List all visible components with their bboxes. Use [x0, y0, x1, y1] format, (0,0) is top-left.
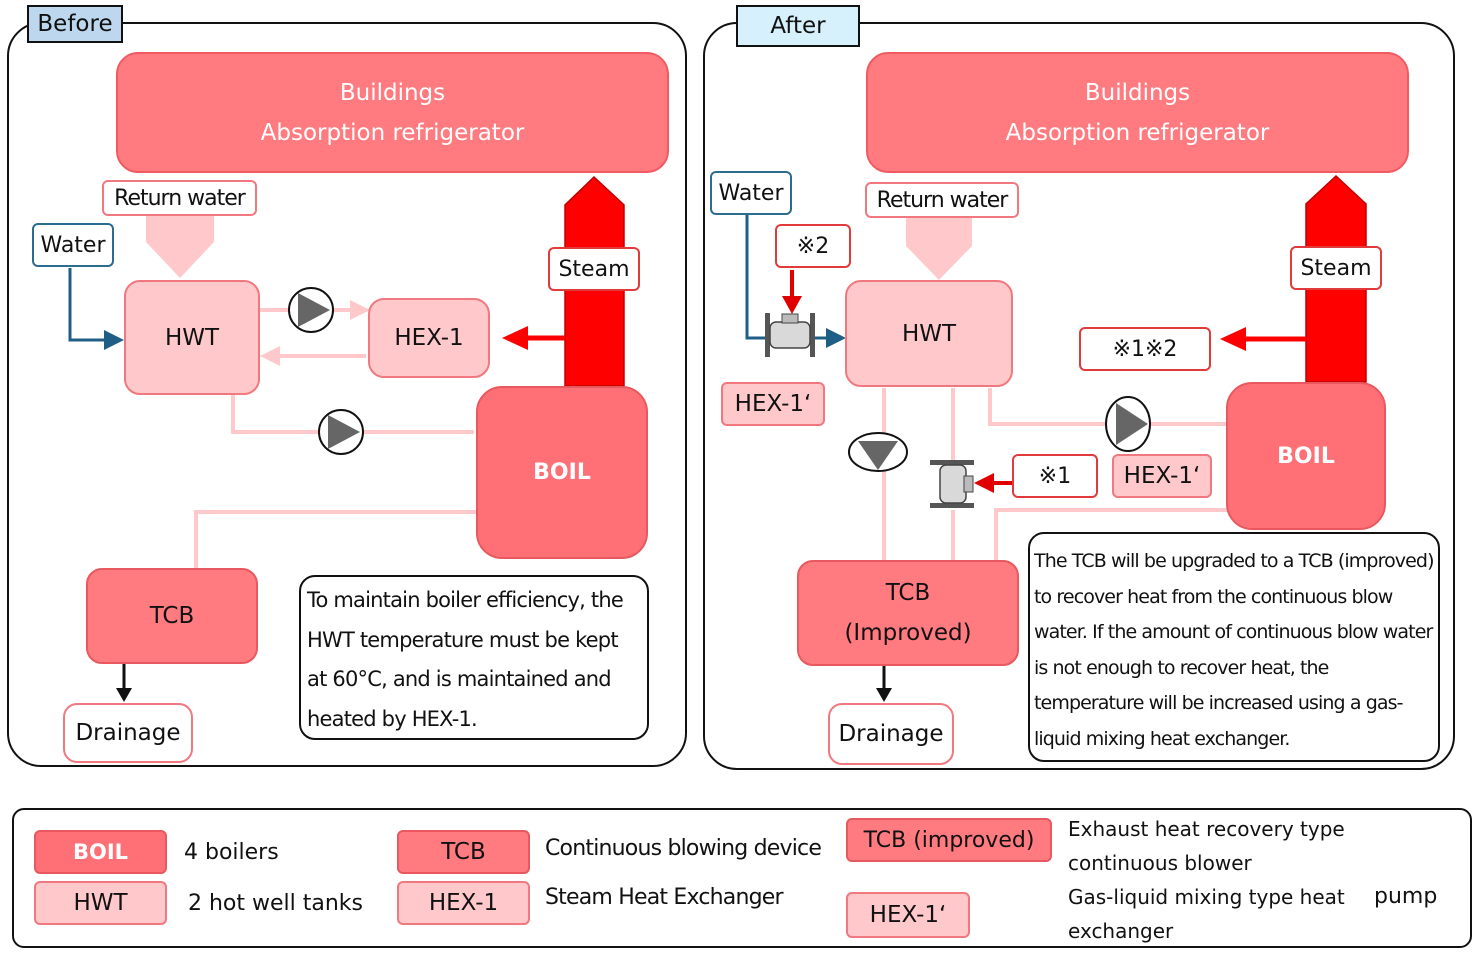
tcb-improved-box: TCB (Improved) [797, 560, 1019, 666]
pump-icon [1105, 396, 1151, 452]
after-note: The TCB will be upgraded to a TCB (impro… [1028, 532, 1440, 762]
steam-label: Steam [1290, 246, 1382, 290]
tcb-label: TCB [885, 580, 931, 606]
legend-boil-desc: 4 boilers [184, 840, 279, 865]
legend-hwt-desc: 2 hot well tanks [188, 891, 364, 916]
buildings-box: Buildings Absorption refrigerator [116, 52, 669, 173]
buildings-label: Buildings [1084, 79, 1191, 106]
water-label: Water [32, 223, 114, 267]
mark-2-label: ※2 [775, 224, 851, 268]
legend-boil-swatch: BOIL [34, 830, 167, 874]
drainage-box: Drainage [828, 703, 954, 765]
after-tag: After [736, 5, 860, 47]
buildings-label: Buildings [339, 79, 446, 106]
legend-tcb-improved-desc: Exhaust heat recovery type continuous bl… [1068, 817, 1345, 875]
legend-hex-desc: Steam Heat Exchanger [545, 885, 784, 910]
improved-label: (Improved) [844, 620, 972, 646]
hwt-box: HWT [845, 280, 1013, 387]
legend [12, 808, 1472, 948]
buildings-box: Buildings Absorption refrigerator [866, 52, 1409, 173]
boiler-box: BOIL [476, 386, 648, 559]
pump-icon [848, 432, 908, 472]
refrigerator-label: Absorption refrigerator [260, 119, 525, 146]
mark-1-2-label: ※1※2 [1079, 327, 1211, 371]
steam-label: Steam [548, 247, 640, 291]
pump-icon [288, 287, 334, 333]
legend-tcb-desc: Continuous blowing device [545, 836, 822, 861]
legend-hex-prime-swatch: HEX-1‘ [846, 892, 970, 938]
tcb-box: TCB [86, 568, 258, 664]
legend-hex-swatch: HEX-1 [397, 881, 530, 925]
legend-tcb-swatch: TCB [397, 830, 530, 874]
legend-hex-prime-desc: Gas-liquid mixing type heat exchanger [1068, 885, 1345, 943]
return-water-funnel [906, 214, 972, 280]
legend-tcb-improved-swatch: TCB (improved) [846, 818, 1052, 862]
refrigerator-label: Absorption refrigerator [1005, 119, 1270, 146]
hwt-box: HWT [124, 280, 260, 395]
legend-pump-desc: pump [1374, 884, 1438, 909]
return-water-label: Return water [102, 180, 257, 216]
hex-1-prime-box: HEX-1‘ [721, 382, 825, 426]
return-water-funnel [146, 210, 214, 278]
before-note: To maintain boiler efficiency, the HWT t… [299, 575, 649, 740]
gas-liquid-mixer-icon [765, 313, 815, 357]
pump-icon [318, 409, 364, 455]
hex-1-prime-box: HEX-1‘ [1112, 454, 1212, 498]
water-label: Water [710, 171, 792, 215]
hex-1-box: HEX-1 [368, 298, 490, 378]
before-tag: Before [27, 5, 123, 43]
legend-hwt-swatch: HWT [34, 881, 167, 925]
mark-1-label: ※1 [1012, 454, 1098, 498]
boiler-box: BOIL [1226, 382, 1386, 530]
return-water-label: Return water [865, 182, 1019, 218]
gas-liquid-mixer-icon [930, 460, 974, 508]
drainage-box: Drainage [63, 703, 193, 763]
